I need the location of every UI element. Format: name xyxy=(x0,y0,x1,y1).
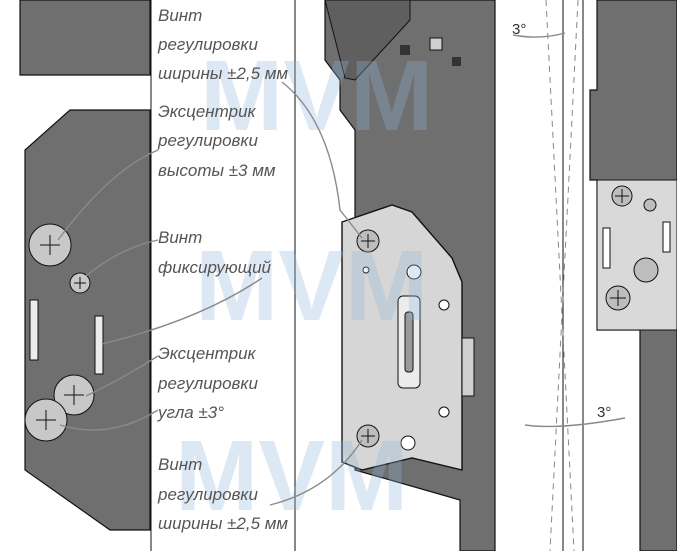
label-height-2: регулировки xyxy=(157,131,258,150)
angle-label-top: 3° xyxy=(512,21,526,38)
label-height-3: высоты ±3 мм xyxy=(158,161,276,180)
label-width-top-1: Винт xyxy=(158,6,202,25)
watermark-3: MVM xyxy=(175,420,408,532)
pin-3 xyxy=(452,57,461,66)
hole-c xyxy=(438,406,450,418)
left-panel xyxy=(19,0,151,531)
slot-right xyxy=(94,315,104,375)
angle-arc-top xyxy=(512,32,566,38)
slot-left xyxy=(29,299,39,361)
pin-1 xyxy=(400,45,410,55)
leader-angle xyxy=(85,355,159,397)
tilt-line-2 xyxy=(549,0,579,551)
watermark-2: MVM xyxy=(195,230,428,342)
width-screw-slot-lower xyxy=(36,410,56,430)
middle-panel xyxy=(324,0,496,551)
label-height-1: Эксцентрик xyxy=(158,102,257,121)
label-fix-2: фиксирующий xyxy=(158,258,272,277)
angle-arc-bottom xyxy=(524,417,626,428)
right-screw-top-slot xyxy=(615,189,629,203)
watermark-group: MVM MVM MVM xyxy=(175,40,433,532)
right-slot-2 xyxy=(662,221,671,253)
label-fix-1: Винт xyxy=(158,228,202,247)
side-tab xyxy=(461,337,475,397)
pin-2 xyxy=(429,37,443,51)
angle-eccentric-slot xyxy=(64,385,84,405)
label-width-bottom-1: Винт xyxy=(158,455,202,474)
hole-d xyxy=(400,435,416,451)
label-width-bottom-2: регулировки xyxy=(157,485,258,504)
label-angle-1: Эксцентрик xyxy=(158,344,257,363)
leader-fix xyxy=(85,239,159,277)
plate-screw-top-slot xyxy=(361,234,375,248)
hole-b xyxy=(438,299,450,311)
top-gray-bar xyxy=(19,0,151,76)
leader-fix-2 xyxy=(101,277,263,345)
hole-e xyxy=(362,266,370,274)
label-angle-2: регулировки xyxy=(157,374,258,393)
label-width-bottom-3: ширины ±2,5 мм xyxy=(158,514,288,533)
watermark-1: MVM xyxy=(200,40,433,152)
hole-a xyxy=(406,264,422,280)
leader-width-top xyxy=(281,81,363,239)
right-fix-screw xyxy=(643,198,657,212)
tilt-line-1 xyxy=(545,0,575,551)
label-angle-3: угла ±3° xyxy=(157,403,224,422)
upper-flange xyxy=(324,0,411,81)
leader-height xyxy=(57,149,159,241)
leader-angle-2 xyxy=(59,409,159,431)
right-panel xyxy=(512,0,677,551)
label-width-top-2: регулировки xyxy=(157,35,258,54)
angle-label-bottom: 3° xyxy=(597,404,611,421)
side-plate xyxy=(24,109,151,531)
fix-screw-slot xyxy=(74,277,86,289)
right-eccentric xyxy=(633,257,659,283)
center-slot-inner xyxy=(404,311,414,373)
plate-screw-bottom-slot xyxy=(361,429,375,443)
width-screw-slot xyxy=(40,235,60,255)
label-width-top-3: ширины ±2,5 мм xyxy=(158,64,288,83)
right-screw-bottom-slot xyxy=(610,290,626,306)
leader-width-bottom xyxy=(269,439,363,506)
right-slot-1 xyxy=(602,227,611,269)
